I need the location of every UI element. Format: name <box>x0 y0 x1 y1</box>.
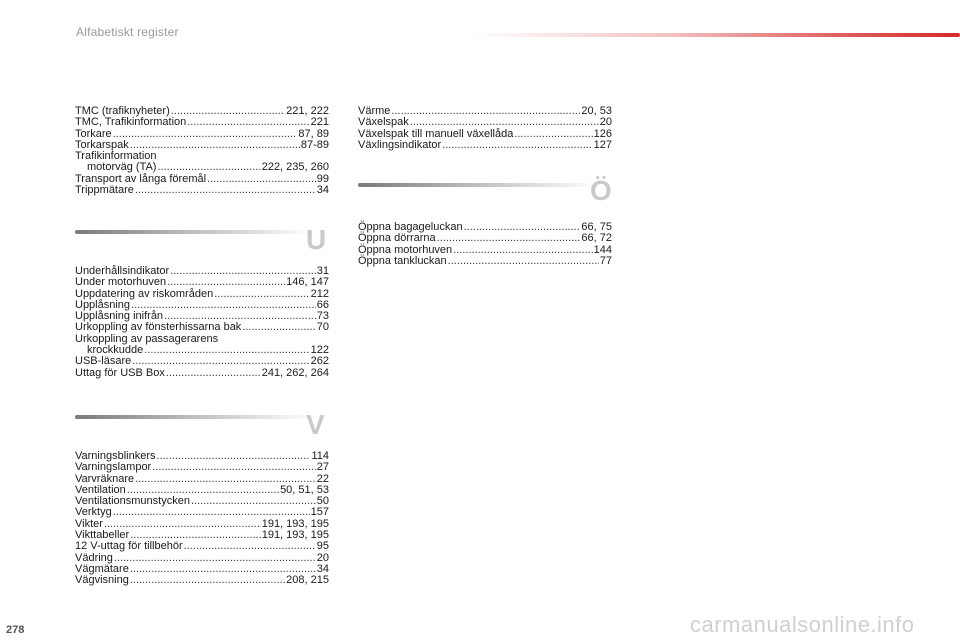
index-entry: Öppna dörrarna66, 72 <box>358 232 612 244</box>
index-entry: Vädring20 <box>75 552 329 564</box>
section-separator-v <box>75 415 315 419</box>
section-separator-o <box>358 183 598 187</box>
header-accent-bar <box>470 33 960 37</box>
index-entry: TMC, Trafikinformation221 <box>75 116 329 128</box>
index-entry: Upplåsning66 <box>75 299 329 311</box>
index-entry: Torkarspak87-89 <box>75 139 329 151</box>
index-entry: Under motorhuven146, 147 <box>75 276 329 288</box>
index-entry: Varvräknare22 <box>75 473 329 485</box>
page-header-title: Alfabetiskt register <box>76 25 179 39</box>
index-entry: Vägvisning208, 215 <box>75 574 329 586</box>
section-letter-u: U <box>306 224 327 255</box>
index-entry: Transport av långa föremål99 <box>75 173 329 185</box>
index-section-v: Varningsblinkers114 Varningslampor27 Var… <box>75 450 329 587</box>
index-section-va: Värme20, 53 Växelspak20 Växelspak till m… <box>358 105 612 151</box>
index-entry: Trafikinformation <box>75 150 157 163</box>
section-letter-o: Ö <box>590 175 612 206</box>
index-entry: Öppna tankluckan77 <box>358 255 612 267</box>
index-entry: Öppna motorhuven144 <box>358 244 612 256</box>
index-entry: Växelspak20 <box>358 116 612 128</box>
index-entry: Ventilation50, 51, 53 <box>75 484 329 496</box>
index-section-t: TMC (trafiknyheter)221, 222 TMC, Trafiki… <box>75 105 329 196</box>
index-entry: Urkoppling av passagerarens <box>75 332 219 345</box>
index-entry: USB-läsare262 <box>75 356 329 368</box>
index-entry: Uttag för USB Box241, 262, 264 <box>75 367 329 379</box>
index-section-u: Underhållsindikator31 Under motorhuven14… <box>75 265 329 379</box>
section-letter-v: V <box>306 409 325 440</box>
index-section-o: Öppna bagageluckan66, 75 Öppna dörrarna6… <box>358 221 612 267</box>
index-entry: Torkare87, 89 <box>75 128 329 140</box>
index-entry: motorväg (TA)222, 235, 260 <box>75 162 329 174</box>
index-entry: Vikttabeller191, 193, 195 <box>75 529 329 541</box>
index-entry: Vikter191, 193, 195 <box>75 518 329 530</box>
index-entry: Urkoppling av fönsterhissarna bak70 <box>75 322 329 334</box>
index-entry: Växlingsindikator127 <box>358 139 612 151</box>
index-entry: Varningsblinkers114 <box>75 450 329 462</box>
index-entry: Uppdatering av riskområden212 <box>75 288 329 300</box>
index-entry: Värme20, 53 <box>358 105 612 117</box>
index-entry: Trippmätare34 <box>75 184 329 196</box>
section-separator-u <box>75 230 315 234</box>
index-entry: Underhållsindikator31 <box>75 265 329 277</box>
index-entry: Öppna bagageluckan66, 75 <box>358 221 612 233</box>
index-entry: Ventilationsmunstycken50 <box>75 495 329 507</box>
page-number: 278 <box>6 624 25 636</box>
index-entry: Växelspak till manuell växellåda126 <box>358 128 612 140</box>
index-entry: Varningslampor27 <box>75 461 329 473</box>
index-entry: 12 V-uttag för tillbehör95 <box>75 541 329 553</box>
watermark: carmanualsonline.info <box>690 612 915 637</box>
index-entry: Upplåsning inifrån73 <box>75 310 329 322</box>
index-entry: Verktyg157 <box>75 507 329 519</box>
index-entry: krockkudde122 <box>75 344 329 356</box>
index-entry: Vägmätare34 <box>75 563 329 575</box>
index-entry: TMC (trafiknyheter)221, 222 <box>75 105 329 117</box>
